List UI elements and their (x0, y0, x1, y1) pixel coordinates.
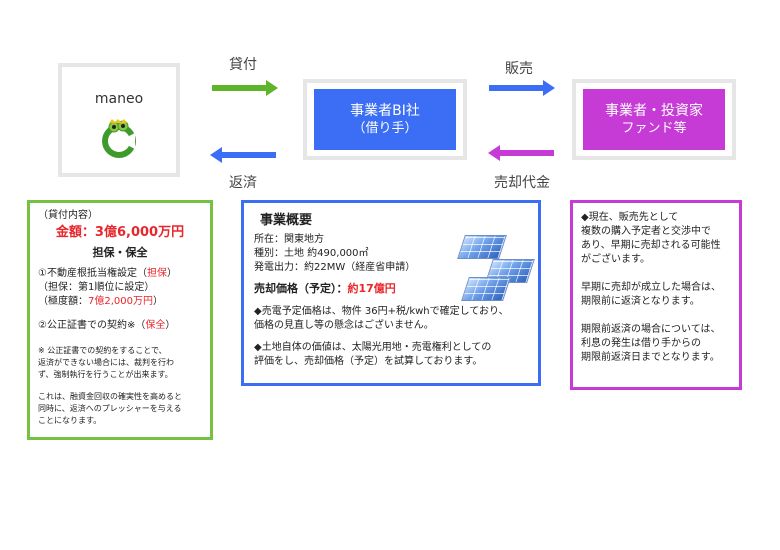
project-overview-box: 事業概要 所在：関東地方 種別：土地 約490,000㎡ 発電出力：約22MW（… (241, 200, 541, 386)
sale-status-box: ◆現在、販売先として 複数の購入予定者と交渉中で あり、早期に売却される可能性 … (570, 200, 742, 390)
borrower-name: 事業者BI社 (350, 103, 420, 119)
notary-note: ※ 公正証書での契約をすることで、 返済ができない場合には、裁判を行わ ず、強制… (38, 346, 174, 379)
sale-status-para-1: ◆現在、販売先として 複数の購入予定者と交渉中で あり、早期に売却される可能性 … (581, 212, 721, 265)
sale-proceeds-arrow (488, 145, 554, 161)
project-output: 発電出力：約22MW（経産省申請） (254, 262, 416, 273)
repay-label: 返済 (229, 175, 257, 191)
investor-fund: ファンド等 (621, 121, 687, 136)
borrower-role: （借り手） (352, 121, 418, 136)
security-item-1: ①不動産根抵当権設定（担保） (38, 268, 177, 279)
investor-name: 事業者・投資家 (605, 103, 703, 119)
project-location: 所在：関東地方 (254, 234, 324, 245)
sale-proceeds-label: 売却代金 (494, 175, 550, 191)
security-item-2: ②公正証書での契約※（保全） (38, 320, 176, 331)
borrower-box: 事業者BI社 （借り手） (314, 89, 456, 150)
loan-label: 貸付 (229, 57, 257, 73)
project-price: 売却価格（予定）：約17億円 (254, 282, 396, 295)
security-item-1-sub1: （担保：第1順位に設定） (38, 282, 155, 293)
maneo-node: maneo (58, 63, 180, 177)
project-bullet-2: ◆土地自体の価値は、太陽光用地・売電権利としての 評価をし、売却価格（予定）を試… (254, 342, 492, 367)
loan-details-box: （貸付内容） 金額：3億6,000万円 担保・保全 ①不動産根抵当権設定（担保）… (27, 200, 213, 440)
maneo-logo-icon (99, 119, 139, 159)
sale-arrow (489, 80, 555, 96)
repay-arrow (210, 147, 276, 163)
sale-label: 販売 (505, 61, 533, 77)
loan-heading: （貸付内容） (38, 210, 98, 221)
project-bullet-1: ◆売電予定価格は、物件 36円+税/kwhで確定しており、 価格の見直し等の懸念… (254, 306, 509, 331)
investor-node: 事業者・投資家 ファンド等 (572, 79, 736, 160)
sale-status-para-3: 期限前返済の場合については、 利息の発生は借り手からの 期限前返済日までとなりま… (581, 324, 721, 363)
loan-arrow (212, 80, 278, 96)
project-category: 種別：土地 約490,000㎡ (254, 248, 369, 259)
investor-box: 事業者・投資家 ファンド等 (583, 89, 725, 150)
collection-note: これは、融資金回収の確実性を高めると 同時に、返済へのプレッシャーを与える こと… (38, 392, 182, 425)
security-title: 担保・保全 (92, 246, 148, 259)
project-heading: 事業概要 (260, 213, 313, 228)
loan-amount: 金額：3億6,000万円 (55, 225, 185, 240)
solar-panel-icon (457, 229, 535, 301)
sale-status-para-2: 早期に売却が成立した場合は、 期限前に返済となります。 (581, 282, 721, 307)
security-item-1-sub2: （極度額：7億2,000万円） (38, 296, 163, 307)
borrower-node: 事業者BI社 （借り手） (303, 79, 467, 160)
maneo-title: maneo (94, 91, 144, 107)
